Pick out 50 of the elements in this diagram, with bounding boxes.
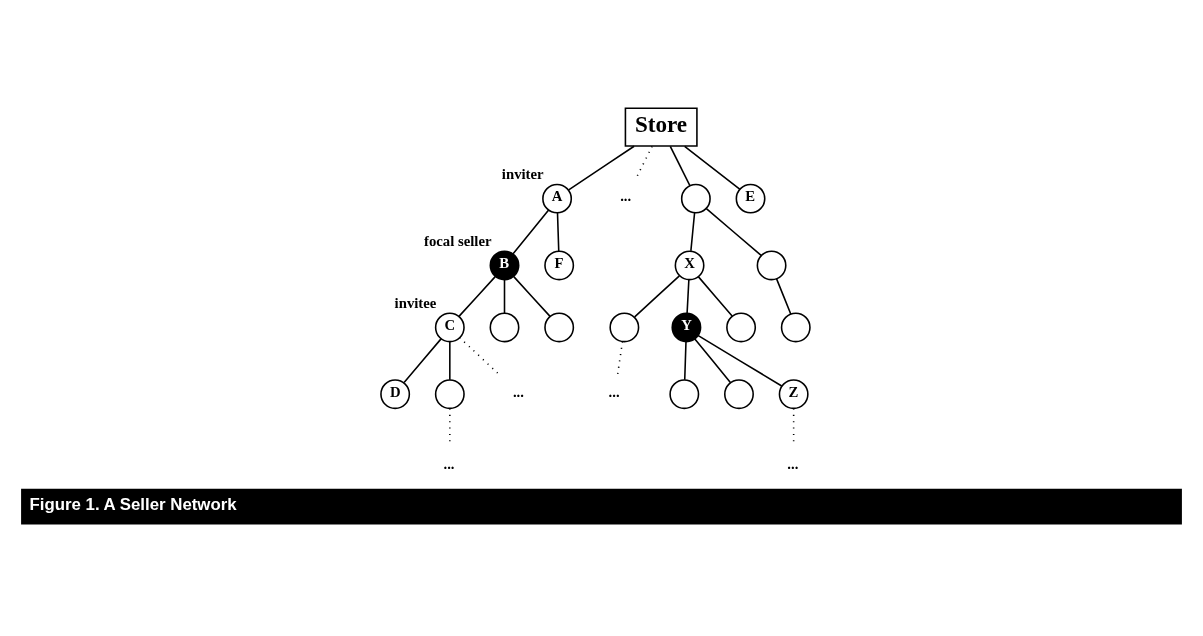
node-circle: D [380,378,411,409]
node-text: ... [608,383,620,400]
connector [403,337,442,383]
caption: Figure 1. A Seller Network [29,494,237,514]
node-circle [756,249,787,280]
node-circle: A [542,183,573,214]
connector [567,144,635,191]
connector [705,207,762,256]
connector [458,336,501,376]
connector [694,337,732,383]
connector [503,278,506,314]
connector [669,145,691,186]
node-circle: E [735,183,766,214]
node-circle [609,311,640,342]
node-circle [680,183,711,214]
node-circle [434,378,465,409]
connector [697,275,733,317]
node-box: Store [624,106,698,147]
connector [449,340,451,381]
node-text: ... [787,455,799,472]
node-text: ... [443,455,455,472]
node-circle: F [544,249,575,280]
node-circle: X [674,249,705,280]
node-circle [780,311,811,342]
node-circle [724,378,754,409]
node-circle: B [489,249,520,280]
node-circle: C [434,311,465,342]
connector [775,277,792,315]
connector [690,211,696,252]
node-text: ... [512,383,524,400]
connector [616,340,624,376]
connector [513,275,551,317]
connector [697,334,783,387]
node-circle: Y [671,311,702,342]
connector [458,275,497,317]
node-circle: Z [778,378,809,409]
node-circle [669,378,700,409]
connector [686,278,690,314]
node-label: inviter [501,165,544,182]
connector [556,211,560,252]
node-circle [726,311,757,342]
connector [683,145,741,190]
node-text: ... [620,187,632,204]
node-label: focal seller [424,232,492,249]
connector [512,208,550,255]
connector [683,340,687,381]
node-circle [489,311,520,342]
connector [633,274,681,318]
node-circle [544,311,575,342]
node-label: invitee [394,294,437,311]
